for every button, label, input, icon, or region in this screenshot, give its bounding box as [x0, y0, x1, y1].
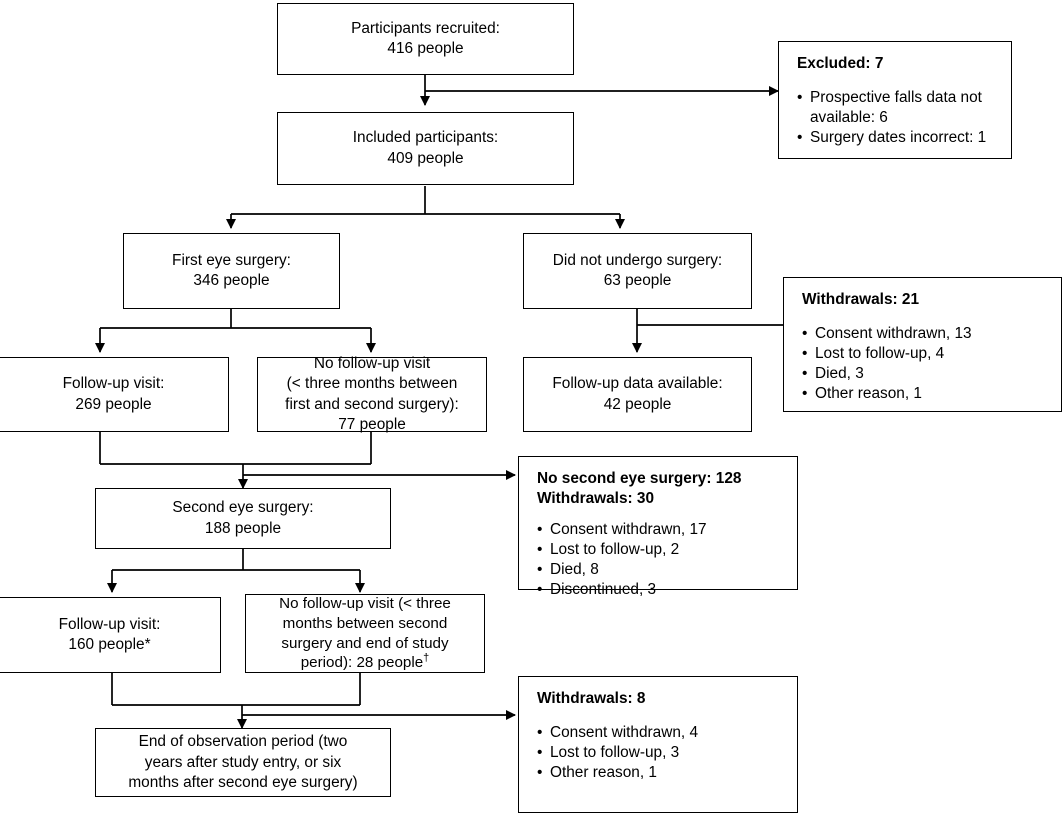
node-line: 269 people: [75, 395, 152, 413]
sidebox-bullet: Died, 3: [802, 364, 1045, 384]
node-line: Second eye surgery:: [172, 499, 314, 517]
sidebox-header: Excluded: 7: [797, 55, 884, 72]
sidebox-bullet: Died, 8: [537, 560, 781, 580]
node-line-with-marker: period): 28 people†: [301, 653, 430, 673]
sidebox-withdrawals-21[interactable]: Withdrawals: 21 Consent withdrawn, 13 Lo…: [783, 277, 1062, 412]
node-end-of-observation-period[interactable]: End of observation period (two years aft…: [95, 728, 391, 797]
sidebox-header: Withdrawals: 21: [802, 291, 920, 308]
node-line: 160 people*: [68, 636, 151, 653]
node-line: 188 people: [204, 519, 282, 537]
node-line: (< three months between: [286, 375, 458, 393]
node-line: 416 people: [387, 40, 464, 57]
node-line: Follow-up data available:: [552, 375, 723, 393]
node-line: years after study entry, or six: [144, 753, 342, 771]
node-line: 409 people: [387, 149, 464, 167]
node-participants-recruited[interactable]: Participants recruited: 416 people: [277, 3, 574, 75]
node-line: 346 people: [193, 272, 270, 289]
sidebox-bullet: Other reason, 1: [802, 384, 1045, 404]
node-line: No follow-up visit (< three: [279, 595, 451, 612]
sidebox-bullet: Lost to follow-up, 2: [537, 540, 781, 560]
node-line-text: period): 28 people: [300, 654, 424, 672]
node-followup-visit-160[interactable]: Follow-up visit: 160 people*: [0, 597, 221, 673]
sidebox-bullet-list: Consent withdrawn, 17 Lost to follow-up,…: [537, 520, 781, 600]
sidebox-bullet: Lost to follow-up, 3: [537, 743, 781, 763]
sidebox-bullet-list: Consent withdrawn, 13 Lost to follow-up,…: [802, 324, 1045, 404]
sidebox-excluded[interactable]: Excluded: 7 Prospective falls data not a…: [778, 41, 1012, 159]
sidebox-header: No second eye surgery: 128: [537, 470, 742, 487]
node-line: Follow-up visit:: [58, 615, 161, 633]
node-line: Did not undergo surgery:: [552, 251, 723, 269]
sidebox-header-secondary: Withdrawals: 30: [537, 490, 655, 508]
node-line: Follow-up visit:: [62, 375, 165, 393]
sidebox-bullet: Lost to follow-up, 4: [802, 344, 1045, 364]
dagger-marker: †: [423, 652, 430, 665]
sidebox-header: Withdrawals: 8: [537, 690, 646, 707]
node-line: 42 people: [603, 395, 672, 413]
node-line: End of observation period (two: [138, 733, 348, 751]
node-line: No follow-up visit: [313, 355, 431, 373]
sidebox-bullet-list: Prospective falls data not available: 6 …: [797, 88, 995, 148]
sidebox-bullet: Consent withdrawn, 13: [802, 324, 1045, 344]
node-did-not-undergo-surgery[interactable]: Did not undergo surgery: 63 people: [523, 233, 752, 309]
node-no-followup-visit-77[interactable]: No follow-up visit (< three months betwe…: [257, 355, 487, 433]
node-line: Included participants:: [352, 129, 499, 147]
sidebox-withdrawals-8[interactable]: Withdrawals: 8 Consent withdrawn, 4 Lost…: [518, 676, 798, 813]
sidebox-bullet: Prospective falls data not available: 6: [797, 88, 995, 128]
node-line: surgery and end of study: [281, 634, 449, 652]
sidebox-bullet: Discontinued, 3: [537, 580, 781, 600]
node-line: Participants recruited:: [351, 19, 500, 37]
sidebox-bullet: Surgery dates incorrect: 1: [797, 128, 995, 148]
node-no-followup-visit-28[interactable]: No follow-up visit (< three months betwe…: [245, 594, 485, 673]
node-line: 77 people: [338, 415, 406, 433]
node-followup-data-available-42[interactable]: Follow-up data available: 42 people: [523, 357, 752, 432]
node-included-participants[interactable]: Included participants: 409 people: [277, 112, 574, 185]
sidebox-bullet: Other reason, 1: [537, 763, 781, 783]
sidebox-no-second-eye-surgery[interactable]: No second eye surgery: 128 Withdrawals: …: [518, 456, 798, 600]
node-line: months between second: [282, 614, 448, 632]
sidebox-bullet-list: Consent withdrawn, 4 Lost to follow-up, …: [537, 723, 781, 783]
node-followup-visit-269[interactable]: Follow-up visit: 269 people: [0, 357, 229, 432]
node-line: first and second surgery):: [285, 395, 459, 413]
sidebox-bullet: Consent withdrawn, 17: [537, 520, 781, 540]
node-second-eye-surgery[interactable]: Second eye surgery: 188 people: [95, 488, 391, 549]
node-line: months after second eye surgery): [128, 773, 358, 791]
node-line: 63 people: [603, 272, 672, 289]
node-first-eye-surgery[interactable]: First eye surgery: 346 people: [123, 233, 340, 309]
sidebox-bullet: Consent withdrawn, 4: [537, 723, 781, 743]
node-line: First eye surgery:: [172, 251, 291, 269]
